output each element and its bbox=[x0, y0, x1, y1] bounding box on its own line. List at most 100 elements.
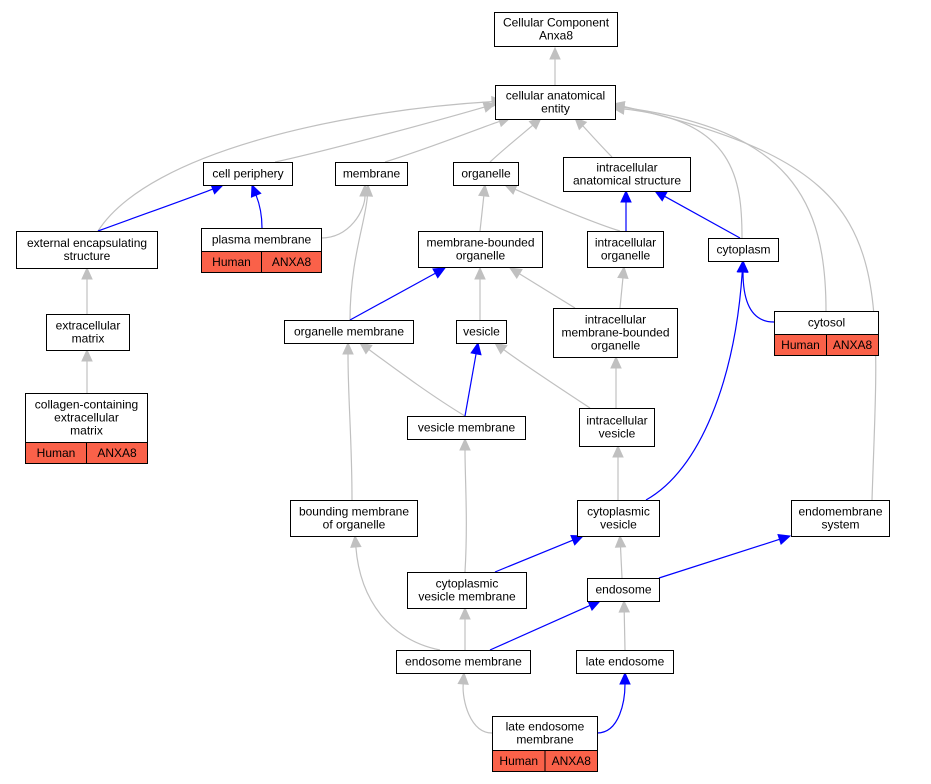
node-label: extracellular bbox=[56, 319, 121, 333]
node-organelle[interactable]: organelle bbox=[453, 162, 519, 186]
edge-cvm-to-cv bbox=[494, 535, 585, 573]
edge-line bbox=[464, 449, 467, 573]
edge-ias-to-cae bbox=[574, 117, 613, 158]
node-vesicle[interactable]: vesicle bbox=[456, 320, 507, 344]
edge-iv-to-vesicle bbox=[494, 342, 591, 409]
edge-io-to-ias bbox=[620, 189, 632, 231]
edge-vm-to-vesicle bbox=[464, 341, 482, 417]
edge-line bbox=[514, 188, 621, 232]
edge-line bbox=[384, 120, 500, 163]
arrowhead-icon bbox=[617, 265, 629, 280]
node-box bbox=[453, 162, 519, 186]
edge-line bbox=[623, 105, 877, 501]
annotation-gene: ANXA8 bbox=[97, 446, 137, 460]
node-le[interactable]: late endosome bbox=[576, 650, 674, 674]
arrowhead-icon bbox=[81, 348, 93, 362]
node-label: membrane bbox=[516, 733, 574, 747]
node-box bbox=[553, 308, 678, 358]
node-label: intracellular bbox=[586, 414, 647, 428]
node-label: cytoplasmic bbox=[587, 505, 650, 519]
node-label: cellular anatomical bbox=[506, 89, 605, 103]
arrowhead-icon bbox=[350, 534, 362, 548]
annotation-gene: ANXA8 bbox=[272, 255, 312, 269]
edge-cv-to-cytoplasm bbox=[645, 259, 748, 501]
edge-endm-to-bmo bbox=[350, 534, 441, 651]
node-label: intracellular bbox=[585, 313, 646, 327]
edge-line bbox=[658, 538, 780, 579]
edge-endm-to-cvm bbox=[459, 606, 471, 650]
edge-lem-to-le bbox=[596, 671, 631, 734]
edge-line bbox=[355, 546, 441, 651]
node-om[interactable]: organelle membrane bbox=[284, 320, 414, 344]
node-label: organelle bbox=[591, 339, 641, 353]
node-endm[interactable]: endosome membrane bbox=[396, 650, 531, 674]
node-label: vesicle bbox=[600, 518, 637, 532]
edge-line bbox=[489, 604, 591, 651]
node-label: late endosome bbox=[586, 655, 665, 669]
node-cytoplasm[interactable]: cytoplasm bbox=[708, 238, 779, 262]
node-label: cell periphery bbox=[212, 167, 283, 181]
annotation-cell bbox=[261, 251, 322, 273]
node-box bbox=[418, 231, 543, 268]
node-label: vesicle bbox=[463, 325, 500, 339]
edge-membrane-to-cae bbox=[384, 116, 512, 163]
annotation-species: Human bbox=[37, 446, 76, 460]
edge-cvm-to-vm bbox=[459, 437, 471, 573]
node-box bbox=[456, 320, 507, 344]
node-collagen[interactable]: collagen-containingextracellularmatrixHu… bbox=[25, 393, 148, 464]
node-box bbox=[290, 500, 418, 537]
node-box bbox=[579, 408, 655, 447]
edge-om-to-mbo bbox=[349, 267, 447, 321]
node-label: vesicle bbox=[599, 427, 636, 441]
edge-line bbox=[619, 277, 624, 309]
node-label: endosome bbox=[595, 583, 651, 597]
arrowhead-icon bbox=[494, 342, 508, 355]
edge-line bbox=[645, 271, 743, 501]
node-cellper[interactable]: cell periphery bbox=[203, 162, 293, 186]
edge-mbo-to-organelle bbox=[478, 183, 490, 232]
node-box bbox=[587, 231, 664, 268]
edge-vm-to-om bbox=[359, 342, 466, 417]
node-membrane[interactable]: membrane bbox=[335, 162, 408, 186]
edge-line bbox=[494, 539, 574, 573]
annotation-cell bbox=[86, 442, 148, 464]
node-label: membrane-bounded bbox=[561, 326, 669, 340]
node-label: matrix bbox=[70, 424, 103, 438]
edge-lem-to-endm bbox=[457, 671, 493, 734]
node-vm[interactable]: vesicle membrane bbox=[407, 416, 526, 440]
node-box bbox=[396, 650, 531, 674]
edge-le-to-endosome bbox=[618, 599, 631, 651]
node-label: late endosome bbox=[506, 720, 585, 734]
arrowhead-icon bbox=[459, 606, 471, 620]
node-endosome[interactable]: endosome bbox=[587, 578, 660, 602]
node-label: extracellular bbox=[54, 411, 119, 425]
arrowhead-icon bbox=[653, 190, 668, 202]
edge-line bbox=[623, 611, 626, 651]
node-label: vesicle membrane bbox=[418, 421, 516, 435]
arrowhead-icon bbox=[457, 671, 469, 685]
node-label: intracellular bbox=[596, 161, 657, 175]
node-label: matrix bbox=[72, 332, 105, 346]
arrowhead-icon bbox=[81, 266, 93, 280]
arrowhead-icon bbox=[570, 535, 585, 546]
node-label: organelle membrane bbox=[294, 325, 404, 339]
node-box bbox=[494, 12, 618, 47]
edge-line bbox=[623, 106, 827, 312]
